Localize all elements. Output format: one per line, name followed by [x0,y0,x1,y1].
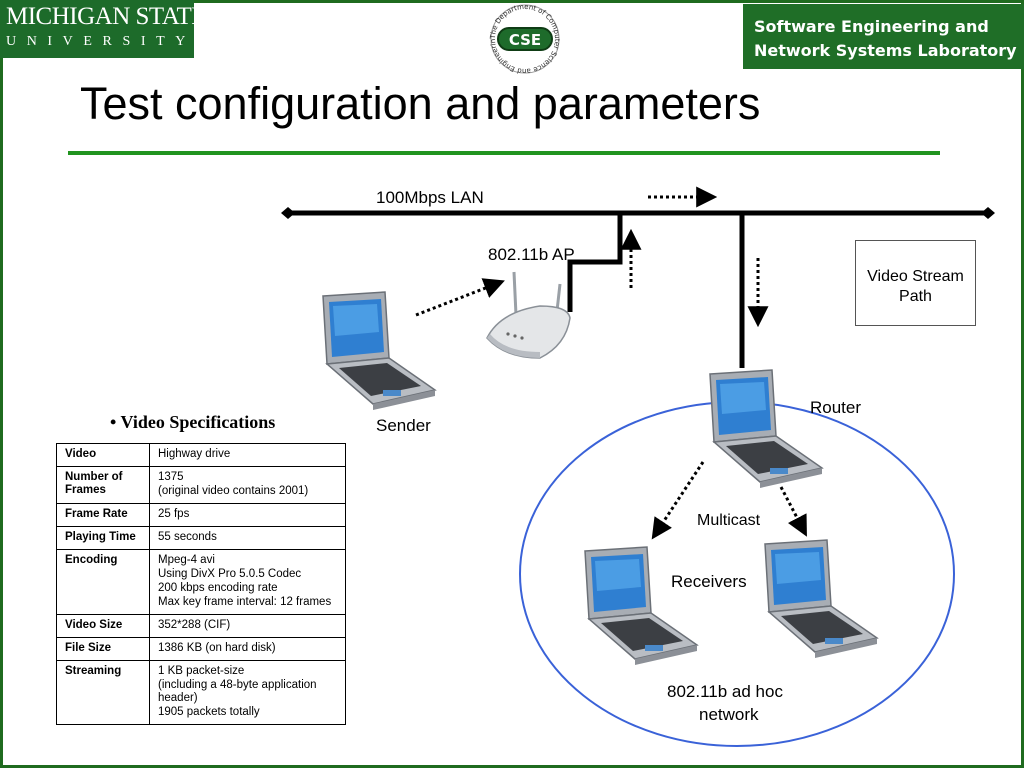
cse-logo: The Department of Computer Science and E… [470,2,561,75]
sender-label: Sender [376,416,431,435]
msu-logo: MICHIGAN STATE UNIVERSITY [0,0,207,58]
cse-badge-text: CSE [509,31,541,49]
lab-logo-line1: Software Engineering and [754,17,989,36]
multicast-left-arrow [651,461,705,540]
spec-value-line: 1905 packets totally [158,706,260,718]
multicast-label: Multicast [697,512,761,529]
page-title: Test configuration and parameters [80,78,761,129]
legend-line2: Path [899,288,932,305]
spec-value-line: 55 seconds [158,531,217,543]
spec-value-line: Max key frame interval: 12 frames [158,596,332,608]
lan-end-right [981,207,995,219]
spec-key: Playing Time [56,526,150,550]
spec-value-line: Highway drive [158,448,231,460]
legend-box: Video Stream Path [855,240,976,326]
receivers-label: Receivers [671,572,747,591]
table-row: File Size 1386 KB (on hard disk) [56,637,346,661]
ap-label: 802.11b AP [488,245,575,264]
ap-link [567,213,623,312]
table-row: Frame Rate 25 fps [56,503,346,527]
spec-value-line: 200 kbps encoding rate [158,582,278,594]
adhoc-label-line2: network [699,705,759,724]
spec-value-line: 1 KB packet-size [158,665,245,677]
spec-value: 1375 (original video contains 2001) [149,466,346,504]
receiver-laptop-right-icon [764,539,878,659]
spec-value-line: 1375 [158,471,184,483]
table-row: Playing Time 55 seconds [56,526,346,550]
table-row: Streaming 1 KB packet-size (including a 48… [56,660,346,725]
spec-value-line: 1386 KB (on hard disk) [158,642,276,654]
table-row: Video Size 352*288 (CIF) [56,614,346,638]
sender-laptop-icon [322,291,436,411]
spec-key: File Size [56,637,150,661]
spec-heading-text: Video Specifications [120,412,276,432]
router-label: Router [810,398,862,417]
lab-logo: Software Engineering and Network Systems… [743,4,1024,69]
table-row: Number of Frames 1375 (original video cont… [56,466,346,504]
spec-key: Video [56,443,150,467]
spec-key: Frame Rate [56,503,150,527]
multicast-right-arrow [779,486,807,537]
spec-key: Encoding [56,549,150,615]
spec-value-line: (original video contains 2001) [158,485,309,497]
spec-key: Number of Frames [56,466,150,504]
spec-value-line: Using DivX Pro 5.0.5 Codec [158,568,302,580]
spec-value: 1 KB packet-size (including a 48-byte app… [149,660,346,725]
access-point-icon [486,271,571,359]
spec-value-line: Mpeg-4 avi [158,554,215,566]
title-rule [68,151,940,155]
spec-key: Video Size [56,614,150,638]
spec-value: Highway drive [149,443,346,467]
receiver-laptop-left-icon [584,546,698,666]
spec-value-line: (including a 48-byte application header) [158,679,317,704]
router-laptop-icon [709,369,823,489]
spec-value-line: 352*288 (CIF) [158,619,231,631]
lab-logo-line2: Network Systems Laboratory [754,41,1017,60]
spec-value-line: 25 fps [158,508,190,520]
spec-value: 55 seconds [149,526,346,550]
table-row: Video Highway drive [56,443,346,467]
spec-key: Streaming [56,660,150,725]
spec-value: 1386 KB (on hard disk) [149,637,346,661]
lan-label: 100Mbps LAN [376,188,484,207]
spec-value: 352*288 (CIF) [149,614,346,638]
msu-logo-line1: MICHIGAN STATE [6,3,207,30]
sender-to-ap-arrow [415,278,505,317]
legend-line1: Video Stream [867,268,964,285]
spec-heading: • Video Specifications [110,412,276,432]
spec-value: 25 fps [149,503,346,527]
msu-logo-line2: UNIVERSITY [6,34,196,49]
lan-end-left [281,207,295,219]
adhoc-label-line1: 802.11b ad hoc [667,682,783,701]
